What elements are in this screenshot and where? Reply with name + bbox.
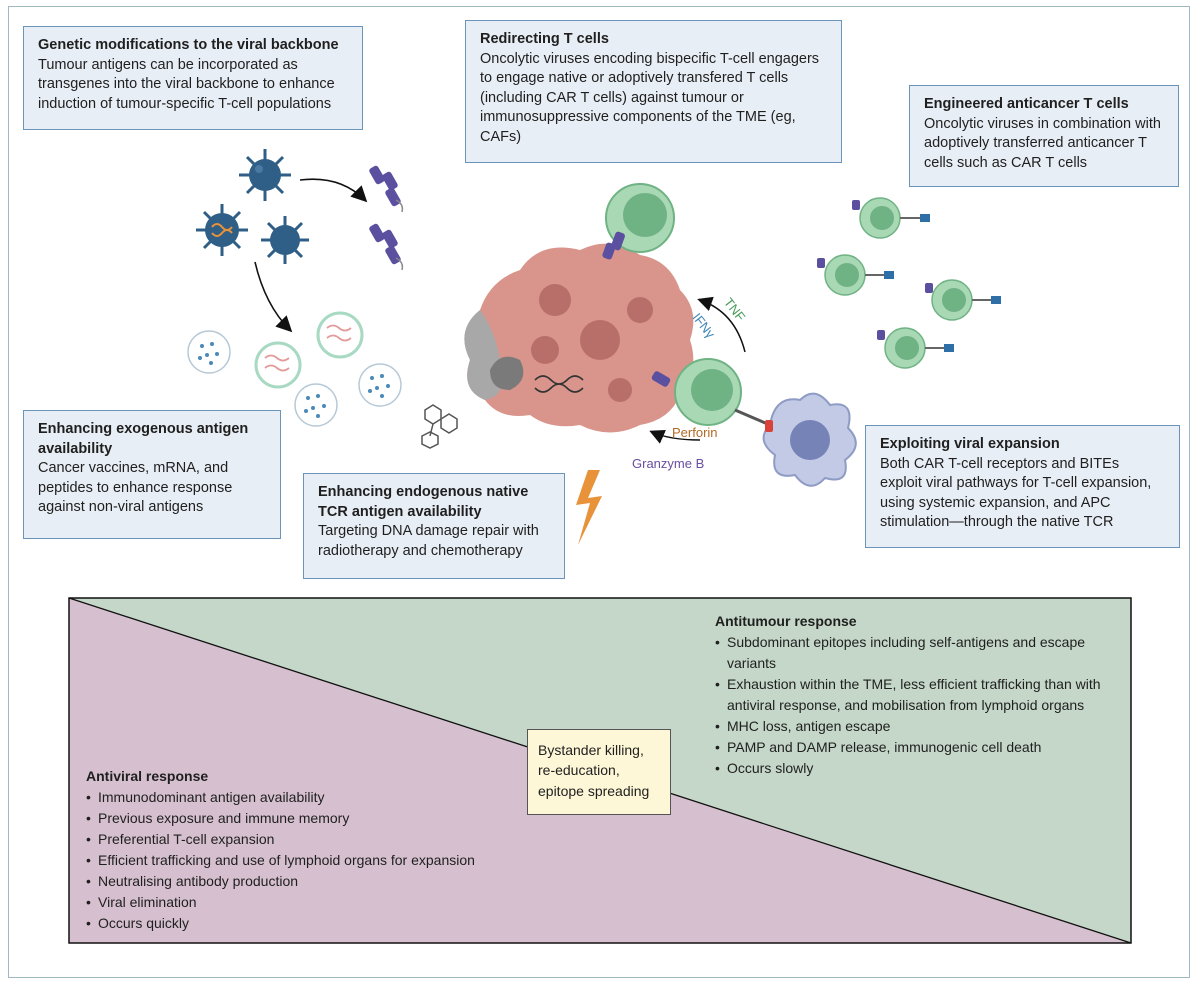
- virus-icon: [196, 204, 248, 256]
- cytotoxic-arrow: [649, 430, 701, 444]
- drug-molecule-icon: [421, 404, 458, 449]
- car-t-cell-icon: [817, 254, 894, 296]
- list-item: Preferential T-cell expansion: [86, 829, 526, 850]
- peptide-antigen-icon: [358, 363, 402, 407]
- bite-molecule-icon: [369, 165, 404, 213]
- bite-molecule-icon: [369, 223, 404, 271]
- box-title: Redirecting T cells: [480, 31, 609, 47]
- t-cell-icon: [651, 358, 771, 427]
- peptide-antigen-icon: [187, 330, 231, 374]
- exogenous-antigen-box: Enhancing exogenous antigen availability…: [23, 410, 281, 539]
- list-item: Immunodominant antigen availability: [86, 787, 526, 808]
- list-item: Previous exposure and immune memory: [86, 808, 526, 829]
- list-item: PAMP and DAMP release, immunogenic cell …: [715, 737, 1115, 758]
- antiviral-title: Antiviral response: [86, 768, 209, 784]
- box-body: Oncolytic viruses in combination with ad…: [924, 115, 1161, 171]
- list-item: Subdominant epitopes including self-anti…: [715, 632, 1115, 674]
- tumour-icon: [464, 243, 694, 433]
- list-item: Efficient trafficking and use of lymphoi…: [86, 850, 526, 871]
- antitumour-title: Antitumour response: [715, 613, 857, 629]
- list-item: Occurs quickly: [86, 913, 526, 934]
- virus-icon: [239, 149, 291, 201]
- box-title: Exploiting viral expansion: [880, 436, 1060, 452]
- car-t-cell-icon: [925, 279, 1001, 321]
- virus-icon: [261, 216, 309, 264]
- list-item: Occurs slowly: [715, 758, 1115, 779]
- antiviral-response: Antiviral response Immunodominant antige…: [86, 766, 526, 934]
- radiotherapy-lightning-icon: [576, 470, 602, 545]
- box-body: Both CAR T-cell receptors and BITEs expl…: [880, 455, 1152, 531]
- genetic-modifications-box: Genetic modifications to the viral backb…: [23, 26, 363, 130]
- box-body: Targeting DNA damage repair with radioth…: [318, 523, 539, 559]
- bystander-killing-box: Bystander killing, re-education, epitope…: [527, 729, 671, 815]
- box-body: Oncolytic viruses encoding bispecific T-…: [480, 50, 820, 145]
- dendritic-cell-icon: [762, 392, 857, 487]
- mrna-antigen-icon: [254, 341, 302, 389]
- redirecting-t-cells-box: Redirecting T cells Oncolytic viruses en…: [465, 20, 842, 163]
- arrow-to-antigens: [254, 261, 293, 333]
- list-item: Viral elimination: [86, 892, 526, 913]
- perforin-label: Perforin: [672, 425, 718, 440]
- box-title: Enhancing exogenous antigen availability: [38, 421, 249, 457]
- box-body: Tumour antigens can be incorporated as t…: [38, 56, 335, 112]
- box-title: Engineered anticancer T cells: [924, 96, 1129, 112]
- bystander-line: re-education,: [538, 762, 620, 779]
- box-title: Genetic modifications to the viral backb…: [38, 37, 339, 53]
- bystander-line: Bystander killing,: [538, 742, 644, 758]
- mrna-antigen-icon: [316, 311, 364, 359]
- antiviral-list: Immunodominant antigen availability Prev…: [86, 787, 526, 934]
- bystander-line: epitope spreading: [538, 782, 650, 799]
- car-t-cell-icon: [852, 197, 930, 239]
- peptide-antigen-icon: [294, 383, 338, 427]
- antitumour-response: Antitumour response Subdominant epitopes…: [715, 611, 1115, 779]
- box-body: Cancer vaccines, mRNA, and peptides to e…: [38, 460, 233, 516]
- t-cell-icon: [602, 183, 675, 260]
- list-item: Neutralising antibody production: [86, 871, 526, 892]
- granzyme-b-label: Granzyme B: [632, 456, 705, 471]
- arrow-to-bites: [299, 178, 368, 203]
- list-item: MHC loss, antigen escape: [715, 716, 1115, 737]
- response-panel: [68, 597, 1132, 944]
- car-t-cell-icon: [877, 327, 954, 369]
- box-title: Enhancing endogenous native TCR antigen …: [318, 484, 529, 520]
- figure-frame: [8, 6, 1190, 978]
- cytokine-arrow: [697, 296, 746, 353]
- antitumour-list: Subdominant epitopes including self-anti…: [715, 632, 1115, 779]
- viral-expansion-box: Exploiting viral expansion Both CAR T-ce…: [865, 425, 1180, 548]
- list-item: Exhaustion within the TME, less efficien…: [715, 674, 1115, 716]
- engineered-t-cells-box: Engineered anticancer T cells Oncolytic …: [909, 85, 1179, 187]
- endogenous-antigen-box: Enhancing endogenous native TCR antigen …: [303, 473, 565, 579]
